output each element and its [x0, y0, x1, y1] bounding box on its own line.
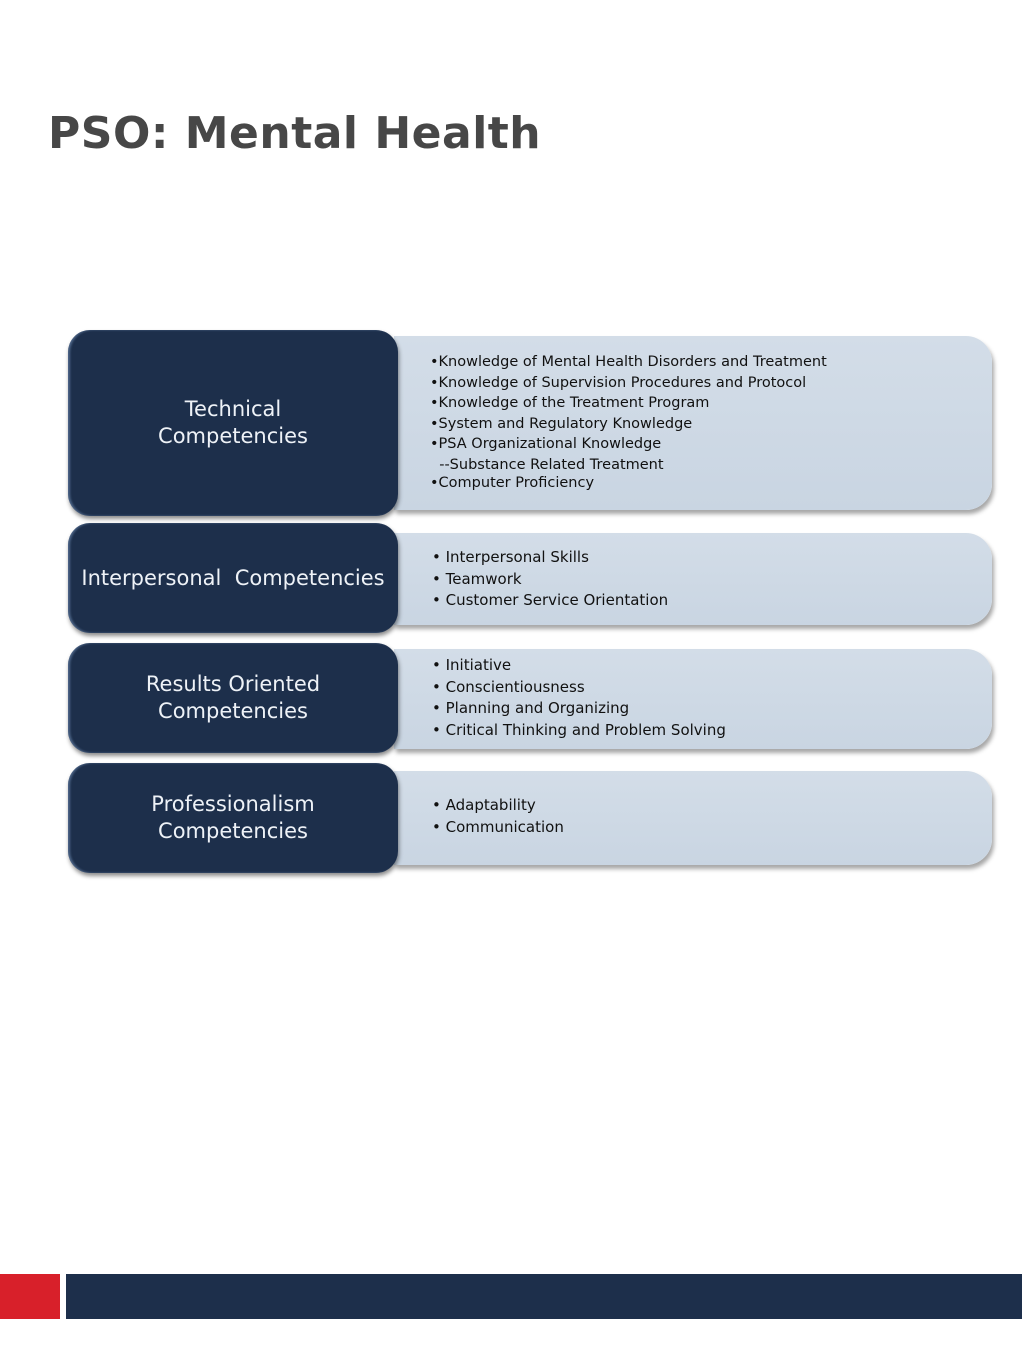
competency-category-box: Technical Competencies	[68, 330, 398, 516]
category-label: Interpersonal Competencies	[81, 565, 385, 590]
category-label: Competencies	[158, 424, 308, 448]
list-item: •System and Regulatory Knowledge	[430, 415, 693, 432]
footer-bar	[66, 1274, 1022, 1319]
list-item: • Communication	[432, 817, 564, 836]
list-item: •Knowledge of the Treatment Program	[430, 395, 710, 411]
list-item: • Critical Thinking and Problem Solving	[432, 721, 726, 740]
category-label: Results Oriented	[145, 672, 321, 696]
list-item: • Customer Service Orientation	[432, 591, 669, 609]
category-label: Competencies	[158, 819, 308, 843]
category-label: Competencies	[158, 699, 308, 723]
list-item: •PSA Organizational Knowledge	[430, 436, 662, 452]
list-item: • Adaptability	[432, 796, 536, 814]
list-item: • Planning and Organizing	[432, 699, 630, 718]
competency-item-list: •Knowledge of Mental Health Disorders an…	[430, 352, 827, 494]
list-item: --Substance Related Treatment	[430, 456, 664, 473]
competency-items-panel: • Adaptability • Communication	[394, 771, 992, 865]
competency-category-box: Professionalism Competencies	[68, 763, 398, 873]
competency-items-panel: •Knowledge of Mental Health Disorders an…	[394, 336, 992, 510]
list-item: • Interpersonal Skills	[432, 548, 589, 566]
competency-row-results-oriented: • Initiative • Conscientiousness • Plann…	[68, 643, 992, 753]
list-item: • Initiative	[432, 656, 512, 674]
competency-items-panel: • Initiative • Conscientiousness • Plann…	[394, 649, 992, 749]
category-label: Professionalism	[151, 792, 315, 816]
competency-category-box: Results Oriented Competencies	[68, 643, 398, 753]
page-title: PSO: Mental Health	[48, 108, 542, 159]
list-item: •Knowledge of Mental Health Disorders an…	[430, 354, 827, 370]
competency-row-technical: •Knowledge of Mental Health Disorders an…	[68, 330, 992, 516]
list-item: • Teamwork	[432, 569, 522, 588]
competency-row-interpersonal: • Interpersonal Skills • Teamwork • Cust…	[68, 523, 992, 633]
competency-item-list: • Interpersonal Skills • Teamwork • Cust…	[432, 547, 668, 612]
footer-accent-block	[0, 1274, 60, 1319]
competency-item-list: • Adaptability • Communication	[432, 795, 564, 838]
competency-items-panel: • Interpersonal Skills • Teamwork • Cust…	[394, 533, 992, 625]
category-label: Technical	[184, 397, 282, 421]
competency-item-list: • Initiative • Conscientiousness • Plann…	[432, 655, 726, 742]
list-item: •Knowledge of Supervision Procedures and…	[430, 374, 807, 391]
list-item: •Computer Proficiency	[430, 475, 595, 491]
competency-category-box: Interpersonal Competencies	[68, 523, 398, 633]
list-item: • Conscientiousness	[432, 677, 585, 696]
competency-row-professionalism: • Adaptability • Communication Professio…	[68, 763, 992, 873]
